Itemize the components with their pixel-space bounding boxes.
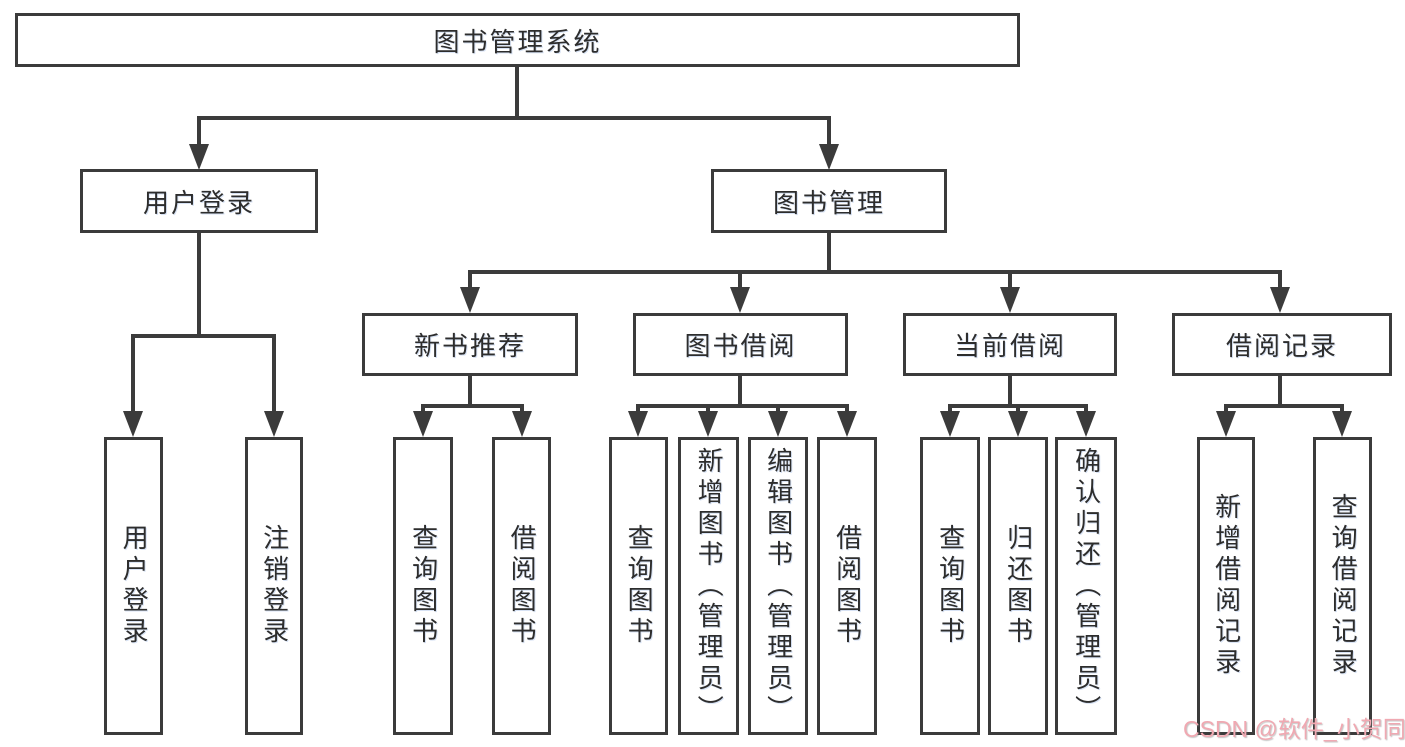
leaf-add-books-admin: 新增图书（管理员） — [678, 437, 739, 735]
connector-root-split — [197, 116, 831, 120]
node-library-management-system: 图书管理系统 — [15, 13, 1020, 67]
connector-user-login-split — [131, 334, 276, 338]
connector-stem-borrow-records — [1278, 272, 1282, 290]
arrowhead-user-login — [189, 144, 209, 170]
connector-stem-leaf — [776, 406, 780, 414]
leaf-label: 查询图书 — [935, 524, 966, 648]
connector-stem-leaf — [948, 406, 952, 414]
arrowhead-borrow-records — [1270, 287, 1290, 313]
arrowhead-book-management — [819, 144, 839, 170]
node-label: 图书借阅 — [684, 331, 797, 361]
node-label: 借阅记录 — [1225, 331, 1338, 361]
leaf-label: 确认归还（管理员） — [1071, 446, 1102, 726]
connector-book-borrow-stem — [738, 376, 742, 408]
leaf-label: 借阅图书 — [832, 524, 863, 648]
arrowhead-leaf — [940, 411, 960, 437]
connector-current-borrow-stem — [1008, 376, 1012, 408]
connector-stem-leaf — [706, 406, 710, 414]
connector-borrow-records-stem — [1278, 376, 1282, 408]
node-current-borrow: 当前借阅 — [903, 313, 1117, 376]
arrowhead-leaf — [768, 411, 788, 437]
node-borrow-records: 借阅记录 — [1172, 313, 1392, 376]
node-label: 用户登录 — [142, 187, 255, 218]
leaf-label: 查询图书 — [408, 524, 439, 648]
leaf-label: 编辑图书（管理员） — [763, 446, 794, 726]
leaf-confirm-return-admin: 确认归还（管理员） — [1055, 437, 1117, 735]
arrowhead-leaf — [413, 411, 433, 437]
connector-book-borrow-split — [636, 404, 849, 408]
arrowhead-leaf — [698, 411, 718, 437]
leaf-query-books-3: 查询图书 — [920, 437, 980, 735]
connector-stem-leaf — [636, 406, 640, 414]
leaf-label: 查询借阅记录 — [1328, 493, 1359, 679]
leaf-label: 归还图书 — [1003, 524, 1034, 648]
leaf-borrow-books-2: 借阅图书 — [817, 437, 877, 735]
connector-stem-current-borrow — [1008, 272, 1012, 290]
connector-stem-leaf — [1340, 406, 1344, 414]
connector-new-books-stem — [468, 376, 472, 408]
connector-stem-leaf — [421, 406, 425, 414]
arrowhead-leaf — [1216, 411, 1236, 437]
leaf-label: 用户登录 — [119, 524, 150, 648]
csdn-watermark: CSDN @软件_小贺同学 — [1183, 716, 1405, 742]
connector-stem-leaf — [1084, 406, 1088, 414]
leaf-label: 注销登录 — [259, 524, 290, 648]
connector-stem-user-login — [197, 118, 201, 147]
leaf-label: 新增借阅记录 — [1211, 493, 1242, 679]
leaf-label: 借阅图书 — [507, 524, 538, 648]
connector-new-books-split — [421, 404, 524, 408]
node-book-management: 图书管理 — [711, 169, 947, 233]
arrowhead-leaf — [837, 411, 857, 437]
connector-book-management-stem — [827, 233, 831, 274]
leaf-edit-books-admin: 编辑图书（管理员） — [748, 437, 808, 735]
arrowhead-current-borrow — [1000, 287, 1020, 313]
leaf-label: 查询图书 — [624, 524, 655, 648]
connector-book-management-split — [468, 270, 1282, 274]
connector-borrow-records-split — [1224, 404, 1344, 408]
connector-stem-leaf — [1016, 406, 1020, 414]
arrowhead-leaf — [1008, 411, 1028, 437]
node-label: 图书管理 — [772, 187, 885, 218]
arrowhead-leaf — [512, 411, 532, 437]
arrowhead-login — [123, 411, 143, 437]
connector-stem-login — [131, 336, 135, 413]
connector-stem-leaf — [1224, 406, 1228, 414]
connector-stem-new-books — [468, 272, 472, 290]
connector-stem-book-borrow — [738, 272, 742, 290]
node-new-books: 新书推荐 — [362, 313, 578, 376]
arrowhead-logout — [264, 411, 284, 437]
arrowhead-leaf — [1332, 411, 1352, 437]
node-book-borrow: 图书借阅 — [633, 313, 848, 376]
leaf-borrow-books-1: 借阅图书 — [492, 437, 551, 735]
connector-stem-book-management — [827, 118, 831, 147]
leaf-query-books-1: 查询图书 — [393, 437, 453, 735]
leaf-logout: 注销登录 — [245, 437, 303, 735]
leaf-return-books: 归还图书 — [988, 437, 1048, 735]
leaf-user-login: 用户登录 — [104, 437, 163, 735]
leaf-label: 新增图书（管理员） — [694, 446, 725, 726]
connector-user-login-stem — [197, 233, 201, 338]
node-user-login: 用户登录 — [80, 169, 318, 233]
arrowhead-new-books — [460, 287, 480, 313]
connector-root-stem — [515, 67, 519, 120]
node-label: 新书推荐 — [413, 331, 526, 361]
connector-stem-leaf — [520, 406, 524, 414]
leaf-query-books-2: 查询图书 — [609, 437, 668, 735]
arrowhead-leaf — [628, 411, 648, 437]
arrowhead-leaf — [1076, 411, 1096, 437]
node-label: 当前借阅 — [953, 331, 1066, 361]
leaf-query-borrow-record: 查询借阅记录 — [1313, 437, 1372, 735]
connector-stem-leaf — [845, 406, 849, 414]
leaf-add-borrow-record: 新增借阅记录 — [1197, 437, 1255, 735]
node-label: 图书管理系统 — [433, 26, 602, 57]
connector-stem-logout — [272, 336, 276, 413]
arrowhead-book-borrow — [730, 287, 750, 313]
